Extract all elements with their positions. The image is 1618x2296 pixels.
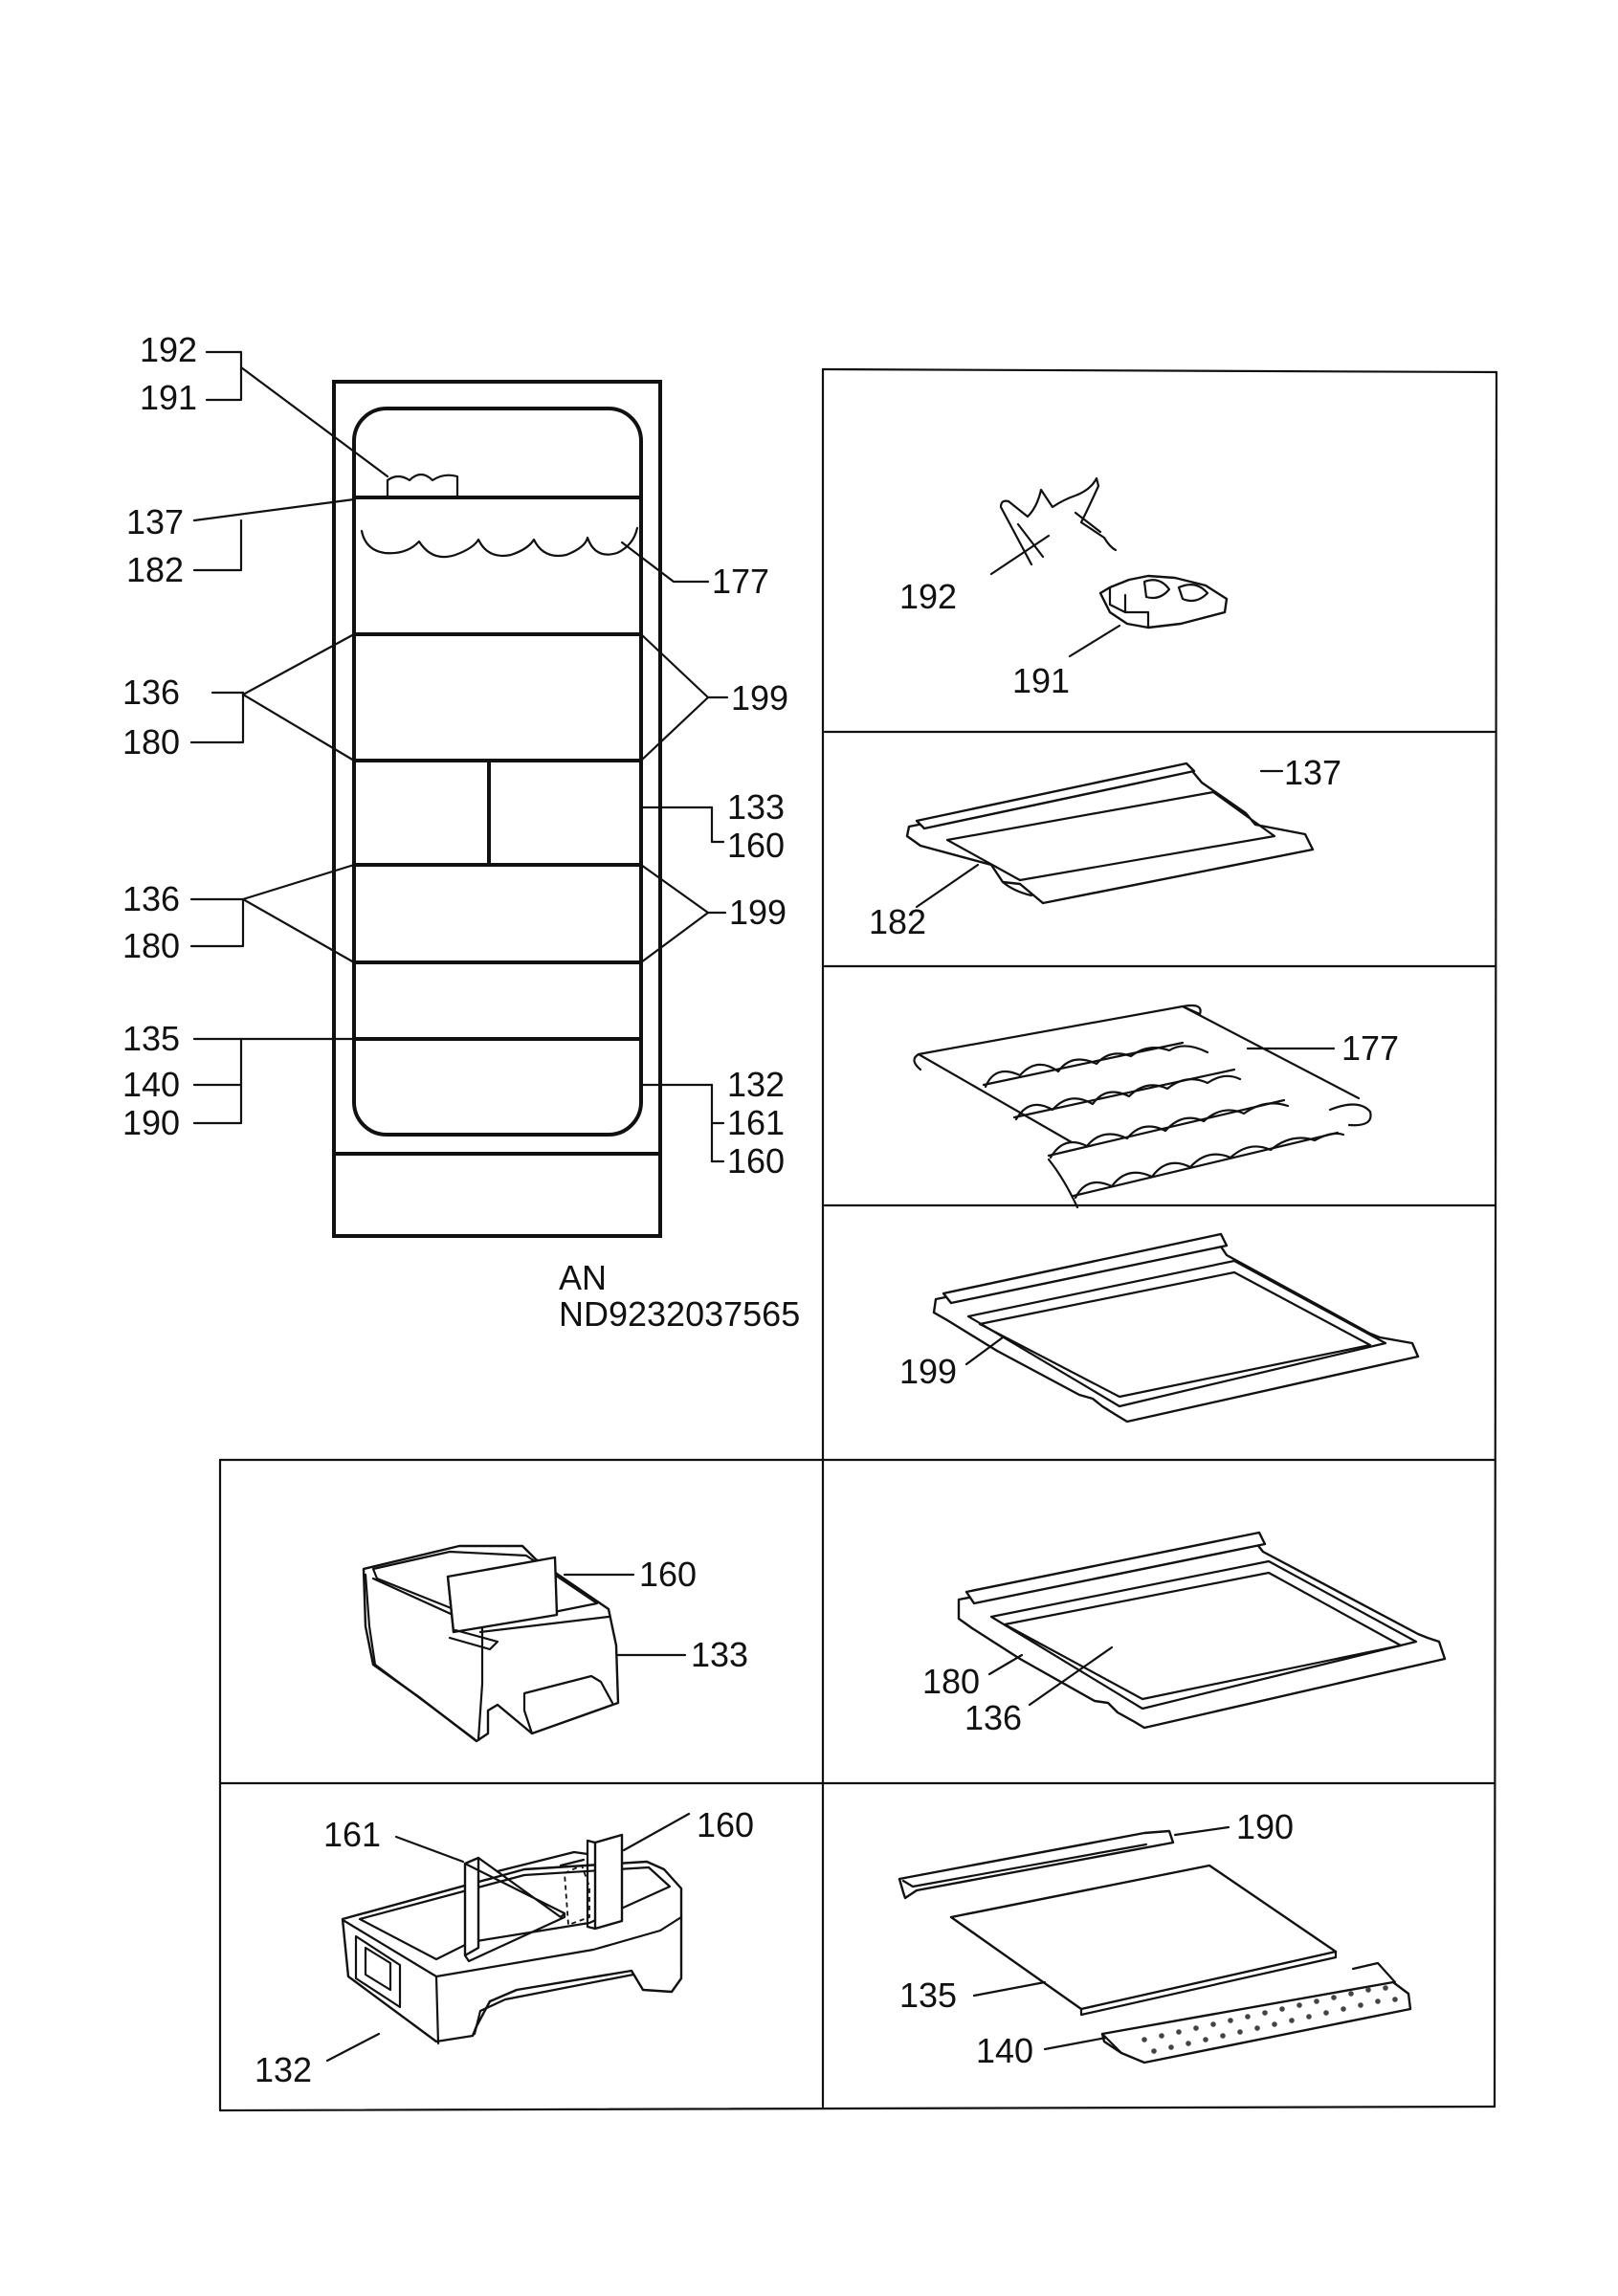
panel-grid bbox=[218, 367, 1498, 2112]
label-191-overview: 191 bbox=[140, 378, 197, 417]
label-137-overview: 137 bbox=[126, 502, 184, 541]
panel-small-shelf: 137 182 bbox=[869, 753, 1341, 941]
panel-bottle-rack: 177 bbox=[913, 1004, 1399, 1209]
label-137: 137 bbox=[1284, 753, 1341, 792]
label-180a-overview: 180 bbox=[122, 722, 180, 762]
label-182-overview: 182 bbox=[126, 550, 184, 589]
overview-bottle-rack bbox=[360, 526, 639, 559]
panel-glass-shelf: 199 bbox=[899, 1232, 1420, 1424]
label-199: 199 bbox=[899, 1352, 957, 1391]
panel-cover-plate: 190 135 140 bbox=[898, 1807, 1412, 2070]
bracket-191 bbox=[1098, 574, 1229, 629]
wire-clip-192 bbox=[999, 476, 1118, 566]
grille-140 bbox=[1100, 1980, 1412, 2064]
label-199a-overview: 199 bbox=[731, 678, 788, 718]
label-177-overview: 177 bbox=[712, 562, 769, 601]
overview-leaders bbox=[189, 350, 729, 1163]
label-160b-overview: 160 bbox=[727, 1141, 785, 1181]
overview-labels: 192 191 137 182 177 136 180 199 133 160 … bbox=[122, 330, 788, 1181]
label-132-overview: 132 bbox=[727, 1065, 785, 1104]
label-192: 192 bbox=[899, 577, 957, 616]
label-177: 177 bbox=[1341, 1028, 1399, 1068]
shelf-frame-182 bbox=[905, 769, 1315, 905]
label-133: 133 bbox=[691, 1635, 748, 1674]
label-160-small: 160 bbox=[639, 1555, 697, 1594]
label-180: 180 bbox=[922, 1662, 980, 1701]
divider-160-large bbox=[593, 1833, 624, 1931]
label-199b-overview: 199 bbox=[729, 893, 787, 932]
label-161-overview: 161 bbox=[727, 1103, 785, 1142]
label-190: 190 bbox=[1236, 1807, 1294, 1846]
model-line-1: AN bbox=[559, 1258, 607, 1297]
wire-rack-177 bbox=[917, 1004, 1361, 1209]
divider-161 bbox=[463, 1856, 480, 1957]
shelf-180-rail bbox=[964, 1531, 1267, 1605]
label-133-overview: 133 bbox=[727, 787, 785, 827]
label-160-large: 160 bbox=[697, 1805, 754, 1844]
glass-136 bbox=[1003, 1571, 1403, 1701]
glass-135 bbox=[949, 1864, 1338, 2011]
label-132: 132 bbox=[255, 2050, 312, 2089]
label-161: 161 bbox=[323, 1815, 381, 1854]
grille-140-holes bbox=[1141, 1985, 1398, 2054]
label-140: 140 bbox=[976, 2031, 1033, 2070]
label-180b-overview: 180 bbox=[122, 926, 180, 965]
shelf-rail-137 bbox=[915, 762, 1196, 830]
label-136a-overview: 136 bbox=[122, 673, 180, 712]
model-line-2: ND9232037565 bbox=[559, 1294, 800, 1334]
panel-shelf-large: 180 136 bbox=[922, 1531, 1447, 1737]
label-182: 182 bbox=[869, 902, 926, 941]
fridge-overview bbox=[332, 380, 662, 1238]
label-192-overview: 192 bbox=[140, 330, 197, 369]
label-136b-overview: 136 bbox=[122, 879, 180, 918]
panel-drawer-large: 161 160 132 bbox=[255, 1805, 754, 2089]
label-160a-overview: 160 bbox=[727, 826, 785, 865]
overview-clip bbox=[386, 473, 459, 497]
label-140-overview: 140 bbox=[122, 1065, 180, 1104]
label-191: 191 bbox=[1012, 661, 1070, 700]
fridge-interior bbox=[352, 407, 643, 1137]
label-135-overview: 135 bbox=[122, 1019, 180, 1058]
label-135: 135 bbox=[899, 1976, 957, 2015]
label-190-overview: 190 bbox=[122, 1103, 180, 1142]
shelf-180 bbox=[957, 1540, 1447, 1730]
panel-clip: 192 191 bbox=[899, 476, 1229, 700]
glass-shelf-rail bbox=[942, 1232, 1229, 1305]
glass-shelf-199 bbox=[932, 1242, 1420, 1424]
label-136: 136 bbox=[964, 1698, 1022, 1737]
panel-drawer-small: 160 133 bbox=[362, 1544, 748, 1743]
fridge-cabinet bbox=[332, 380, 662, 1238]
